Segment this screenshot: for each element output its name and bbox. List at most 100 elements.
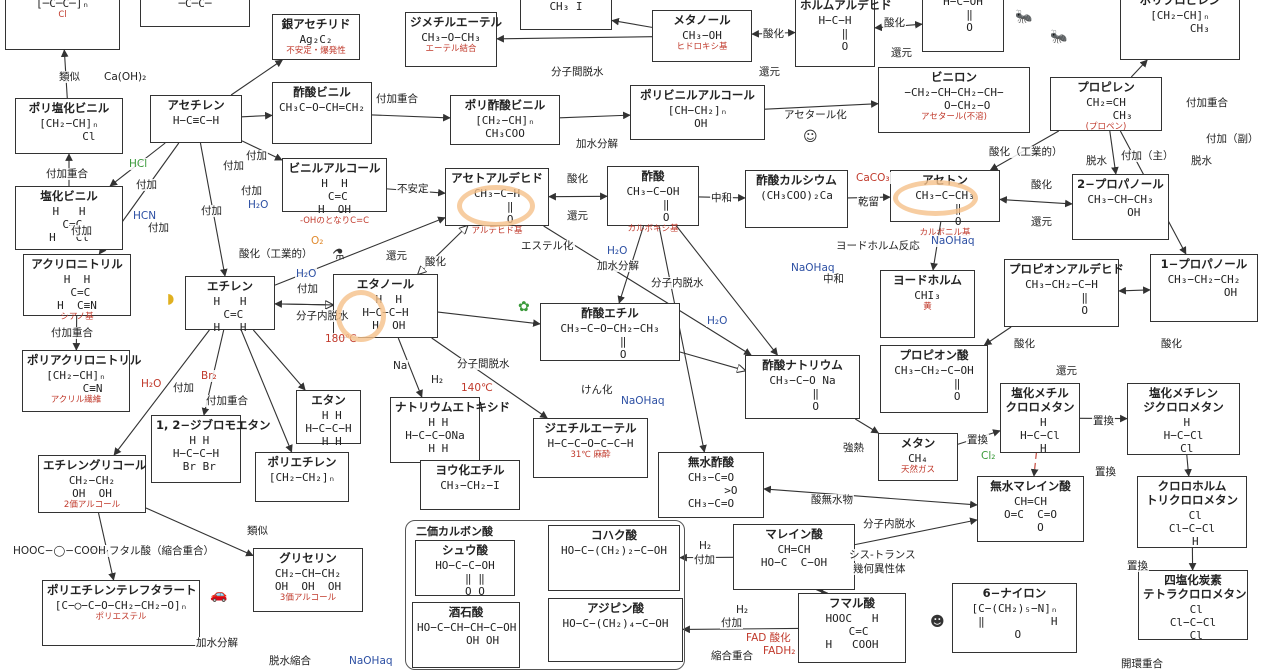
plant-icon: ✿ [518, 299, 530, 315]
node-note: ヒドロキシ基 [676, 42, 728, 52]
node-name: 塩化メチル クロロメタン [1005, 386, 1075, 414]
reaction-label-r-ruiji1: 類似 [58, 71, 81, 83]
node-formula: ─C─C─ [178, 0, 212, 10]
node-polypropylene[interactable]: ポリプロピレン[CH₂−CH]ₙ CH₃ [1120, 0, 1240, 60]
highlight-acetone [893, 180, 978, 216]
node-methyl-iodide[interactable]: CH₃ I [520, 0, 612, 30]
reaction-label-r-fadh2: FADH₂ [762, 645, 797, 657]
node-ethylene-top[interactable]: ─C─C─ [140, 0, 250, 27]
node-name: ジエチルエーテル [544, 421, 637, 435]
node-name: ヨウ化エチル [435, 463, 505, 477]
node-name: ジメチルエーテル [410, 15, 502, 29]
node-name: 酢酸カルシウム [756, 173, 837, 187]
reaction-label-r-cis-trans: シス-トランス [848, 549, 917, 561]
node-polyvinyl-acetate[interactable]: ポリ酢酸ビニル[CH₂−CH]ₙ CH₃COO [450, 95, 560, 145]
reaction-label-r-h2o5: H₂O [140, 378, 163, 390]
node-formula: CH₃−OH [682, 29, 722, 42]
reaction-label-r-addition11: 付加 [720, 617, 743, 629]
node-polyethylene[interactable]: ポリエチレン[CH₂−CH₂]ₙ [255, 452, 349, 502]
node-carbon-tetrachloride[interactable]: 四塩化炭素 テトラクロロメタン Cl Cl−C−Cl Cl [1138, 570, 1248, 642]
reaction-arrow [437, 311, 541, 327]
reaction-label-r-h2: H₂ [430, 374, 445, 386]
reaction-arrow [241, 111, 273, 120]
reaction-label-r-cond-poly: 縮合重合 [710, 650, 754, 662]
node-polyvinyl-chloride[interactable]: ポリ塩化ビニル[CH₂−CH]ₙ Cl [15, 98, 123, 154]
reaction-label-r-o2: O₂ [310, 235, 325, 247]
reaction-label-r-add-sub: 付加（副） [1205, 133, 1260, 145]
reaction-label-r-reduce2: 還元 [890, 47, 913, 59]
node-chloromethane[interactable]: 塩化メチル クロロメタン H H−C−Cl H [1000, 383, 1080, 455]
reaction-arrow [854, 517, 978, 546]
reaction-label-r-reduce6: 還元 [1055, 365, 1078, 377]
node-name: ポリ酢酸ビニル [464, 98, 546, 112]
reaction-label-r-addition10: 付加 [693, 554, 716, 566]
node-chloroform[interactable]: クロロホルム トリクロロメタン Cl Cl−C−Cl H [1137, 476, 1247, 548]
node-ethane[interactable]: エタン H H H−C−C−H H H [296, 390, 361, 448]
node-formic-acid[interactable]: H−C−OH ‖ O [922, 0, 1004, 52]
node-dibromoethane[interactable]: 1, 2−ジブロモエタン H H H−C−C−H Br Br [151, 415, 271, 483]
node-formula: Ag₂C₂ [299, 33, 333, 46]
reaction-arrow [658, 225, 707, 453]
reaction-label-r-subst2: 置換 [1092, 415, 1115, 427]
bug-icon: 🐜 [1015, 9, 1033, 25]
reaction-arrow [764, 100, 879, 110]
reaction-label-r-addition6: 付加 [222, 160, 245, 172]
reaction-label-r-addition5: 付加 [240, 185, 263, 197]
node-name: エタン [311, 393, 346, 407]
reaction-arrow [240, 329, 293, 453]
node-name: ポリビニルアルコール [640, 88, 755, 102]
node-name: メタン [900, 436, 936, 450]
node-polyvinyl-alcohol[interactable]: ポリビニルアルコール[CH−CH₂]ₙ OH [630, 85, 765, 140]
node-calcium-acetate[interactable]: 酢酸カルシウム(CH₃COO)₂Ca [745, 170, 848, 228]
reaction-label-r-h2o3: H₂O [606, 245, 629, 257]
node-name: プロピレン [1077, 80, 1135, 94]
node-name: 酢酸 [641, 169, 665, 183]
reaction-label-r-na: Na [392, 360, 409, 372]
node-sodium-ethoxide[interactable]: ナトリウムエトキシド H H H−C−C−ONa H H [390, 397, 510, 463]
reaction-label-r-add-poly1: 付加重合 [45, 168, 89, 180]
node-nylon-6[interactable]: 6−ナイロン[C−(CH₂)₅−N]ₙ ‖ H O [952, 583, 1077, 653]
reaction-label-r-saponify: けん化 [580, 384, 614, 396]
node-formula: CH=CH O=C C=O O [1004, 495, 1057, 534]
reaction-label-r-add-poly2: 付加重合 [1185, 97, 1229, 109]
reaction-label-r-h2o4: H₂O [706, 315, 729, 327]
node-dichloromethane[interactable]: 塩化メチレン ジクロロメタン H H−C−Cl Cl [1127, 383, 1240, 455]
node-formula: HO−C−(CH₂)₄−C−OH [562, 617, 669, 630]
